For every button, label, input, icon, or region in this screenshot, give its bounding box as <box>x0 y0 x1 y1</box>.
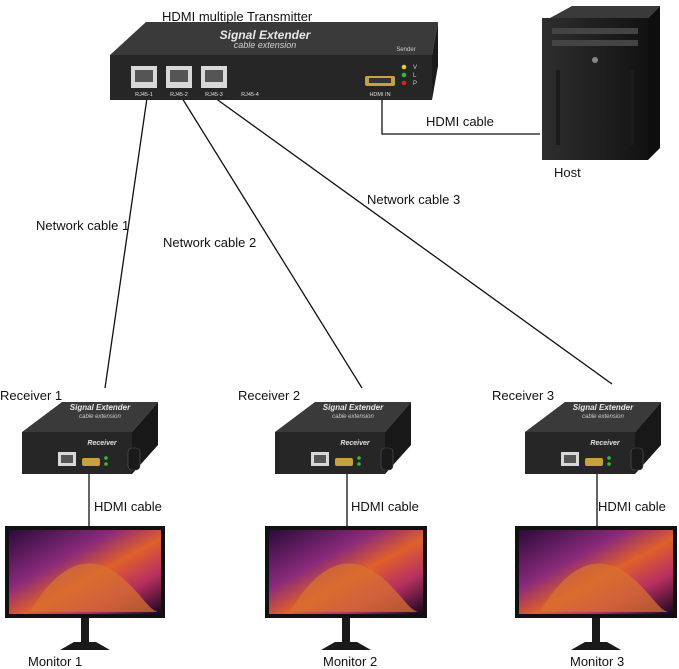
transmitter-brand-2: cable extension <box>234 40 297 50</box>
rj45-port-1 <box>131 66 157 88</box>
receiver-1-brand-1: Signal Extender <box>70 403 131 412</box>
led-label-v: V <box>413 65 417 71</box>
hdmi-host-cable-line <box>381 98 540 135</box>
port-label-4: RJ45-4 <box>241 92 259 98</box>
page-title: HDMI multiple Transmitter <box>162 9 313 24</box>
monitor-1-icon <box>5 526 165 650</box>
receiver-1-mode: Receiver <box>87 440 117 447</box>
hdmi-cable-1-label: HDMI cable <box>94 499 162 514</box>
network-cable-1-label: Network cable 1 <box>36 218 130 233</box>
receiver-3-label: Receiver 3 <box>492 388 555 403</box>
network-cable-3-line <box>214 97 613 385</box>
receiver-2-label: Receiver 2 <box>238 388 301 403</box>
led-label-p: P <box>413 81 417 87</box>
monitor-3-label: Monitor 3 <box>570 654 625 669</box>
hdmi-host-cable-label: HDMI cable <box>426 114 494 129</box>
port-label-3: RJ45-3 <box>205 92 223 98</box>
receiver-2-brand-1: Signal Extender <box>323 403 384 412</box>
rj45-port-3 <box>201 66 227 88</box>
host-label: Host <box>554 165 581 180</box>
monitor-2-icon <box>265 526 427 650</box>
receiver-1-device: Signal Extender cable extension Receiver <box>22 402 158 474</box>
receiver-1-label: Receiver 1 <box>0 388 63 403</box>
receiver-2-brand-2: cable extension <box>332 414 374 420</box>
receiver-2-mode: Receiver <box>340 440 370 447</box>
led-v <box>401 64 407 70</box>
hdmi-in-port <box>365 76 395 86</box>
port-label-2: RJ45-2 <box>170 92 188 98</box>
led-label-l: L <box>413 73 417 79</box>
receiver-2-device: Signal Extender cable extension Receiver <box>275 402 411 474</box>
network-cable-3-label: Network cable 3 <box>367 192 461 207</box>
port-label-1: RJ45-1 <box>135 92 153 98</box>
host-computer-icon <box>542 6 660 160</box>
monitor-2-label: Monitor 2 <box>323 654 378 669</box>
transmitter-brand-1: Signal Extender <box>220 28 312 42</box>
led-p <box>401 80 407 86</box>
monitor-3-icon <box>515 526 677 650</box>
transmitter-device: Signal Extender cable extension Sender R… <box>110 22 438 100</box>
hdmi-cable-3-label: HDMI cable <box>598 499 666 514</box>
receiver-1-brand-2: cable extension <box>79 414 121 420</box>
receiver-3-mode: Receiver <box>590 440 620 447</box>
monitor-1-label: Monitor 1 <box>28 654 83 669</box>
network-cable-2-line <box>181 97 363 389</box>
hdmi-cable-2-label: HDMI cable <box>351 499 419 514</box>
rj45-port-2 <box>166 66 192 88</box>
network-cable-2-label: Network cable 2 <box>163 235 257 250</box>
network-cable-1-line <box>104 97 148 389</box>
hdmi-in-label: HDMI IN <box>369 92 390 98</box>
receiver-3-brand-1: Signal Extender <box>573 403 634 412</box>
receiver-3-device: Signal Extender cable extension Receiver <box>525 402 661 474</box>
receiver-3-brand-2: cable extension <box>582 414 624 420</box>
led-l <box>401 72 407 78</box>
transmitter-mode: Sender <box>396 47 415 53</box>
